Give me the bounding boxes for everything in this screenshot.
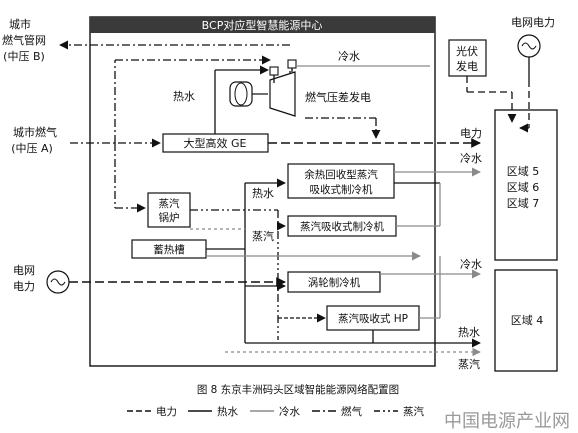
legend-steam-label: 蒸汽 (403, 405, 424, 418)
pv-label-line1: 光伏 (456, 44, 478, 58)
pv-box (448, 39, 487, 77)
area-6-label: 区域 6 (507, 181, 540, 194)
hot-water-mid-label: 热水 (252, 187, 274, 200)
steam-mid-label: 蒸汽 (252, 229, 274, 243)
gas-valve-1 (269, 66, 279, 76)
energy-center-header (90, 17, 435, 33)
legend-hotwater-label: 热水 (217, 405, 238, 418)
sine-icon-left (50, 278, 66, 286)
gas-a-label-line1: 城市燃气 (13, 125, 57, 139)
pv-label-line2: 发电 (456, 59, 478, 73)
area-4-box (494, 269, 558, 372)
waste-heat-chiller-line2: 吸收式制冷机 (310, 183, 373, 196)
area-4-label: 区域 4 (511, 314, 544, 327)
steam-hp-label: 蒸汽吸收式 HP (338, 312, 408, 325)
heat-storage-label: 蓄热槽 (153, 243, 185, 256)
waste-heat-chiller-box (287, 163, 395, 199)
cold-water-low-label: 冷水 (460, 258, 482, 271)
power-main-label: 电力 (460, 127, 482, 140)
ge-label: 大型高效 GE (184, 136, 247, 150)
cold-water-mid-label: 冷水 (460, 152, 482, 165)
legend: 电力 热水 冷水 燃气 蒸汽 (127, 405, 424, 418)
sine-icon-top (521, 42, 537, 50)
turbo-chiller-label: 涡轮制冷机 (308, 276, 361, 289)
cold-water-top-label: 冷水 (338, 50, 360, 63)
grid-left-label-line2: 电力 (13, 280, 35, 293)
waste-heat-chiller-line1: 余热回收型蒸汽 (304, 168, 378, 181)
energy-center-title: BCP对应型智慧能源中心 (202, 18, 323, 32)
gas-b-label-line3: (中压 B) (3, 50, 45, 63)
area-5-label: 区域 5 (507, 165, 540, 178)
gas-valve-2 (287, 59, 297, 69)
gas-turbine-label: 燃气压差发电 (305, 90, 371, 104)
gas-b-label-line1: 城市 (9, 17, 31, 31)
gas-a-label-line2: (中压 A) (11, 142, 53, 155)
area-7-label: 区域 7 (507, 197, 540, 210)
grid-top-label: 电网电力 (511, 16, 555, 29)
steam-boiler-line2: 锅炉 (159, 212, 180, 224)
steam-low-label: 蒸汽 (458, 357, 480, 371)
turbine-icon (269, 71, 296, 117)
hot-water-low-label: 热水 (458, 326, 480, 339)
figure-caption: 图 8 东京丰洲码头区域智能能源网络配置图 (197, 383, 399, 396)
legend-power-label: 电力 (156, 405, 177, 418)
legend-gas-label: 燃气 (341, 405, 362, 418)
generator-drum (229, 81, 253, 107)
watermark: 中国电源产业网 (444, 411, 570, 432)
turbo-chiller-box (287, 271, 381, 293)
hot-water-top-label: 热水 (173, 90, 195, 103)
gas-b-label-line2: 燃气管网 (2, 33, 46, 47)
grid-left-label-line1: 电网 (13, 264, 35, 277)
steam-boiler-line1: 蒸汽 (159, 197, 180, 210)
area-567-box (494, 109, 558, 261)
steam-chiller-label: 蒸汽吸收式制冷机 (300, 220, 384, 233)
legend-coldwater-label: 冷水 (279, 405, 300, 418)
